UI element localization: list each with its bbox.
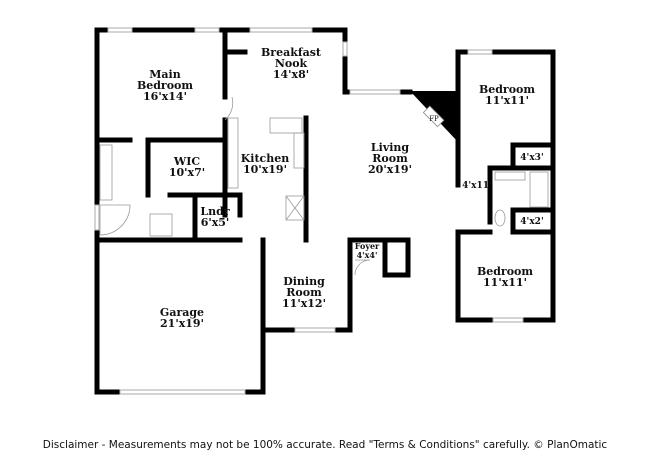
windows xyxy=(94,27,524,395)
fixtures xyxy=(99,96,549,276)
closet-hall: 4'x11' xyxy=(462,181,492,191)
walls xyxy=(94,27,556,395)
fireplace-label: FP xyxy=(429,115,439,123)
closet-2: 4'x2' xyxy=(520,217,543,227)
fireplace xyxy=(422,105,445,128)
disclaimer: Disclaimer - Measurements may not be 100… xyxy=(42,439,608,451)
closet-1: 4'x3' xyxy=(520,153,543,163)
